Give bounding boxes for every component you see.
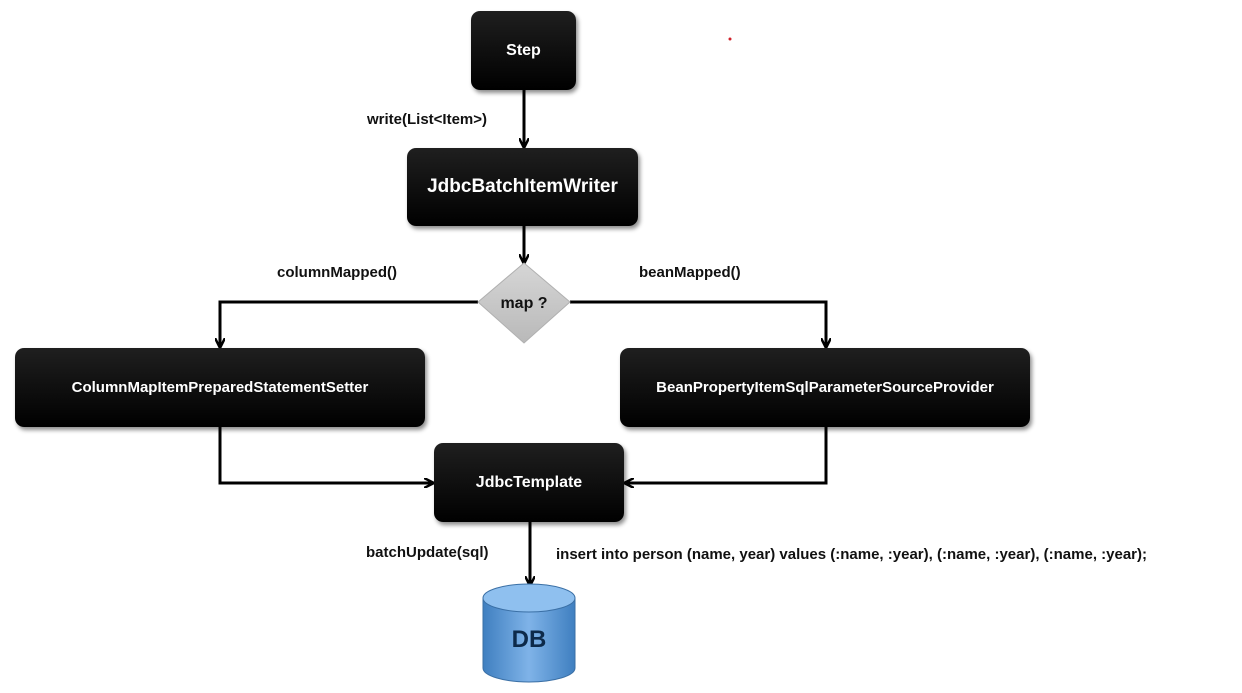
column-map-setter-label: ColumnMapItemPreparedStatementSetter [71,379,369,396]
write-edge-label: write(List<Item>) [367,111,488,128]
sql-annotation: insert into person (name, year) values (… [556,546,1148,563]
jdbc-batch-item-writer-label: JdbcBatchItemWriter [427,176,618,197]
stray-dot [728,37,732,41]
column-mapped-edge-label: columnMapped() [277,264,397,281]
decision-label: map ? [500,295,548,312]
jdbc-template-label: JdbcTemplate [475,473,583,491]
jdbc-template-node: JdbcTemplate [434,443,624,522]
edge-decision-to-beanprop [570,300,826,346]
database-cylinder [482,583,576,683]
jdbc-batch-item-writer-node: JdbcBatchItemWriter [407,148,638,226]
edge-columnmap-to-template [218,427,432,483]
decision-diamond [477,262,571,344]
database-label: DB [511,626,547,653]
edge-decision-to-columnmap [220,300,478,346]
edge-beanprop-to-template [626,427,828,483]
step-node: Step [471,11,576,90]
step-node-label: Step [506,41,541,59]
batch-update-edge-label: batchUpdate(sql) [366,544,489,561]
bean-property-provider-label: BeanPropertyItemSqlParameterSourceProvid… [656,379,994,396]
bean-mapped-edge-label: beanMapped() [639,264,741,281]
bean-property-provider-node: BeanPropertyItemSqlParameterSourceProvid… [620,348,1030,427]
column-map-setter-node: ColumnMapItemPreparedStatementSetter [15,348,425,427]
